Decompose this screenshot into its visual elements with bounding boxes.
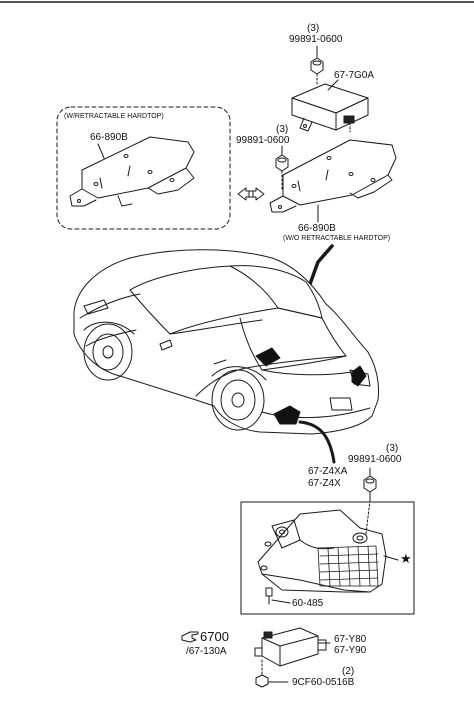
nut-top — [310, 57, 324, 87]
clip-60-485 — [265, 587, 291, 605]
part-67-y90[interactable]: 67-Y90 — [334, 645, 367, 656]
part-99891-low[interactable]: 99891-0600 — [348, 454, 402, 465]
qty-mid: (3) — [276, 124, 289, 135]
nut-low — [363, 467, 377, 501]
control-unit-67-y80 — [254, 627, 331, 677]
qty-low: (3) — [386, 443, 399, 454]
part-67-z4x[interactable]: 67-Z4X — [308, 478, 341, 489]
bracket-right — [269, 139, 397, 213]
pointer-bottom — [298, 420, 336, 464]
double-arrow-icon — [237, 187, 265, 201]
part-67-y80[interactable]: 67-Y80 — [334, 634, 367, 645]
part-67-z4xa[interactable]: 67-Z4XA — [308, 466, 348, 477]
module-67-7g0a — [291, 83, 369, 133]
car-illustration — [73, 249, 379, 435]
part-60-485[interactable]: 60-485 — [292, 598, 324, 609]
bolt-9cf60 — [255, 674, 289, 688]
qty-bolt: (2) — [342, 666, 355, 677]
part-99891-mid[interactable]: 99891-0600 — [236, 135, 290, 146]
ref-6700[interactable]: 6700 — [200, 629, 229, 644]
retractable-hardtop-caption: (W/RETRACTABLE HARDTOP) — [64, 113, 164, 120]
detail-box — [240, 501, 415, 615]
part-66-890b-left[interactable]: 66-890B — [90, 132, 128, 143]
part-9cf60-0516b[interactable]: 9CF60-0516B — [292, 677, 355, 688]
without-hardtop-caption: (W/O RETRACTABLE HARDTOP) — [283, 235, 391, 242]
ref-67-130a[interactable]: /67-130A — [186, 646, 227, 657]
part-67-7g0a[interactable]: 67-7G0A — [334, 70, 375, 81]
star-marker: ★ — [400, 551, 412, 566]
qty-top: (3) — [307, 23, 320, 34]
bracket-67-z4xa — [257, 499, 399, 593]
retractable-hardtop-box — [56, 106, 231, 230]
bracket-left — [69, 136, 195, 207]
part-66-890b-right[interactable]: 66-890B — [298, 223, 336, 234]
pointing-hand-icon — [181, 631, 199, 643]
part-99891-top[interactable]: 99891-0600 — [289, 34, 343, 45]
